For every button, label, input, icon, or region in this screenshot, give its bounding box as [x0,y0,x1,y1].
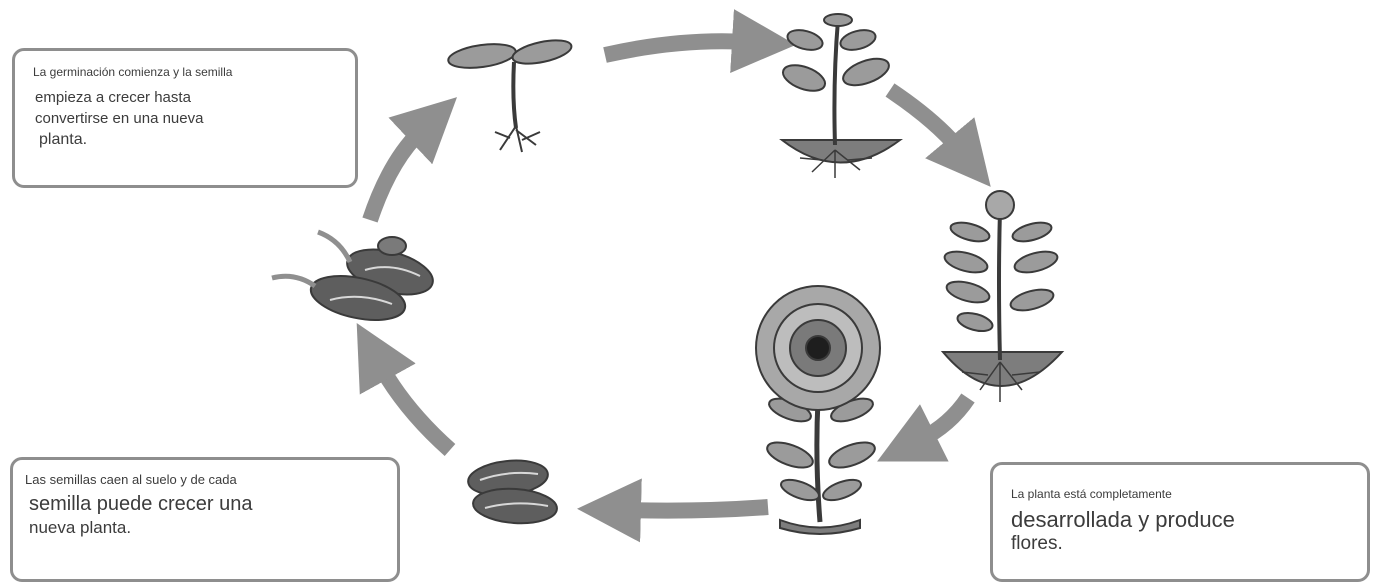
seeds-note-line-2: semilla puede crecer una [29,493,397,516]
arrow-young-plant-to-budding-plant [890,90,960,150]
flower-note: La planta está completamente desarrollad… [990,462,1370,582]
sunflower-icon [756,286,880,534]
arrow-germinating-to-sprout [370,130,422,220]
germinating-seeds-icon [272,232,438,328]
seeds-note-line-1: Las semillas caen al suelo y de cada [25,472,397,487]
arrow-budding-plant-to-sunflower [920,398,968,440]
young-plant-icon [780,14,900,178]
sprout-icon [447,36,574,152]
seeds-note-line-3: nueva planta. [29,518,397,538]
arrow-sprout-to-young-plant [605,41,748,55]
flower-note-line-3: flores. [1011,533,1367,555]
germination-note-line-3: convertirse en una nueva [35,110,355,127]
arrow-seeds-to-germinating [380,365,450,450]
germination-note-line-1: La germinación comienza y la semilla [33,65,355,79]
budding-plant-icon [942,191,1062,402]
flower-note-line-1: La planta está completamente [1011,487,1367,501]
germination-note-line-4: planta. [39,131,355,149]
seeds-note: Las semillas caen al suelo y de cada sem… [10,457,400,582]
arrow-sunflower-to-seeds [625,507,768,511]
fallen-seeds-icon [466,457,558,526]
germination-note: La germinación comienza y la semilla emp… [12,48,358,188]
flower-note-line-2: desarrollada y produce [1011,507,1367,533]
germination-note-line-2: empieza a crecer hasta [35,89,355,106]
